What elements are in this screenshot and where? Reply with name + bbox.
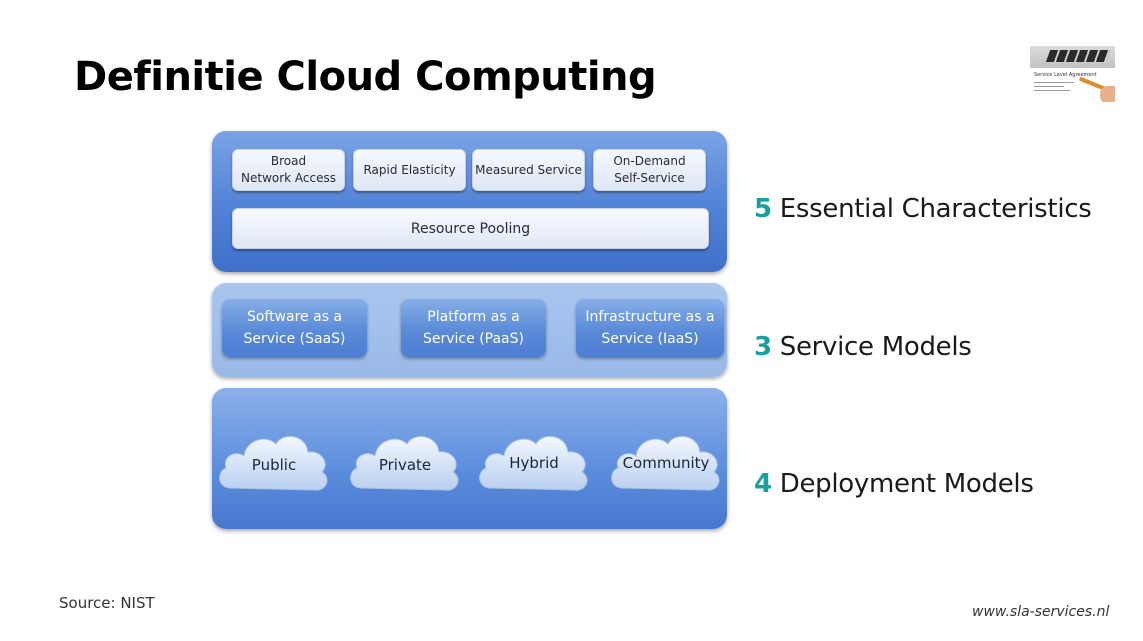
deployment-cloud-community: Community xyxy=(608,416,724,496)
service-model-iaas: Infrastructure as a Service (IaaS) xyxy=(576,299,724,357)
cloud-label-public: Public xyxy=(251,456,297,474)
deployment-cloud-private: Private xyxy=(347,416,463,496)
page-title: Definitie Cloud Computing xyxy=(74,54,657,100)
label-number: 5 xyxy=(754,194,772,224)
service-model-saas: Software as a Service (SaaS) xyxy=(222,299,367,357)
label-text: Essential Characteristics xyxy=(771,194,1092,224)
label-deployment-models: 4 Deployment Models xyxy=(754,469,1034,499)
label-number: 3 xyxy=(754,332,772,362)
label-essential-characteristics: 5 Essential Characteristics xyxy=(754,194,1092,224)
label-text: Deployment Models xyxy=(771,469,1034,499)
sla-document-thumbnail: Service Level Agreement xyxy=(1030,46,1115,102)
service-model-paas: Platform as a Service (PaaS) xyxy=(401,299,546,357)
deployment-cloud-hybrid: Hybrid xyxy=(476,416,592,496)
cloud-label-private: Private xyxy=(378,456,432,474)
thumbnail-doc-title: Service Level Agreement xyxy=(1034,72,1097,78)
characteristic-measured-service: Measured Service xyxy=(472,149,585,191)
label-service-models: 3 Service Models xyxy=(754,332,972,362)
characteristic-on-demand-self-service: On-Demand Self-Service xyxy=(593,149,706,191)
doc-line xyxy=(1034,90,1070,91)
cloud-icon xyxy=(611,436,720,491)
label-number: 4 xyxy=(754,469,772,499)
characteristic-resource-pooling: Resource Pooling xyxy=(232,208,709,249)
keyboard-keys xyxy=(1045,50,1111,62)
label-text: Service Models xyxy=(771,332,972,362)
characteristic-broad-network-access: Broad Network Access xyxy=(232,149,345,191)
doc-line xyxy=(1034,86,1064,87)
deployment-cloud-public: Public xyxy=(216,416,332,496)
doc-line xyxy=(1034,82,1074,83)
source-note: Source: NIST xyxy=(59,594,155,612)
hand-image xyxy=(1100,86,1115,102)
cloud-label-hybrid: Hybrid xyxy=(509,454,559,472)
cloud-label-community: Community xyxy=(622,454,710,472)
characteristic-rapid-elasticity: Rapid Elasticity xyxy=(353,149,466,191)
cloud-icon xyxy=(479,436,588,491)
cloud-icon xyxy=(350,436,459,491)
website-footer: www.sla-services.nl xyxy=(972,604,1110,620)
cloud-icon xyxy=(219,436,328,491)
